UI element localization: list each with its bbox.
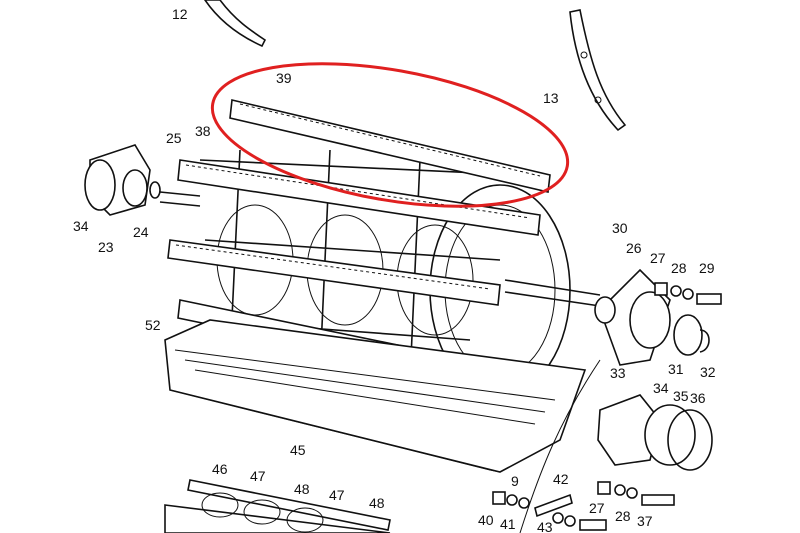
part-label-47: 47: [329, 487, 345, 503]
part-label-13: 13: [543, 90, 559, 106]
part-label-35: 35: [673, 388, 689, 404]
lower-frame: [164, 479, 391, 533]
part-12-bracket: [204, 0, 267, 48]
part-label-32: 32: [700, 364, 716, 380]
part-label-37: 37: [637, 513, 653, 529]
fasteners: [492, 491, 607, 531]
concave: [164, 319, 587, 473]
part-label-26: 26: [626, 240, 642, 256]
part-label-47: 47: [250, 468, 266, 484]
part-label-12: 12: [172, 6, 188, 22]
part-label-48: 48: [294, 481, 310, 497]
part-label-46: 46: [212, 461, 228, 477]
part-label-39: 39: [276, 70, 292, 86]
part-label-41: 41: [500, 516, 516, 532]
lower-bearing-housing: [597, 394, 713, 506]
part-label-23: 23: [98, 239, 114, 255]
part-label-24: 24: [133, 224, 149, 240]
part-label-25: 25: [166, 130, 182, 146]
part-label-34: 34: [653, 380, 669, 396]
part-label-30: 30: [612, 220, 628, 236]
part-label-42: 42: [553, 471, 569, 487]
part-label-9: 9: [511, 473, 519, 489]
part-label-48: 48: [369, 495, 385, 511]
concave-arc: [519, 359, 601, 533]
part-label-28: 28: [615, 508, 631, 524]
part-label-52: 52: [145, 317, 161, 333]
right-bearing-housing: [594, 268, 722, 366]
rotor-shaft: [159, 191, 601, 307]
part-label-38: 38: [195, 123, 211, 139]
hole: [580, 51, 588, 59]
part-label-43: 43: [537, 519, 553, 533]
part-label-27: 27: [650, 250, 666, 266]
highlight-ellipse-part-39: [210, 62, 570, 208]
part-label-36: 36: [690, 390, 706, 406]
part-label-31: 31: [668, 361, 684, 377]
part-label-28: 28: [671, 260, 687, 276]
part-label-33: 33: [610, 365, 626, 381]
hole: [594, 96, 602, 104]
left-bearing-housing: [84, 144, 161, 216]
part-label-34: 34: [73, 218, 89, 234]
part-label-29: 29: [699, 260, 715, 276]
part-label-27: 27: [589, 500, 605, 516]
part-label-45: 45: [290, 442, 306, 458]
part-label-40: 40: [478, 512, 494, 528]
part-13-bracket: [569, 9, 627, 132]
